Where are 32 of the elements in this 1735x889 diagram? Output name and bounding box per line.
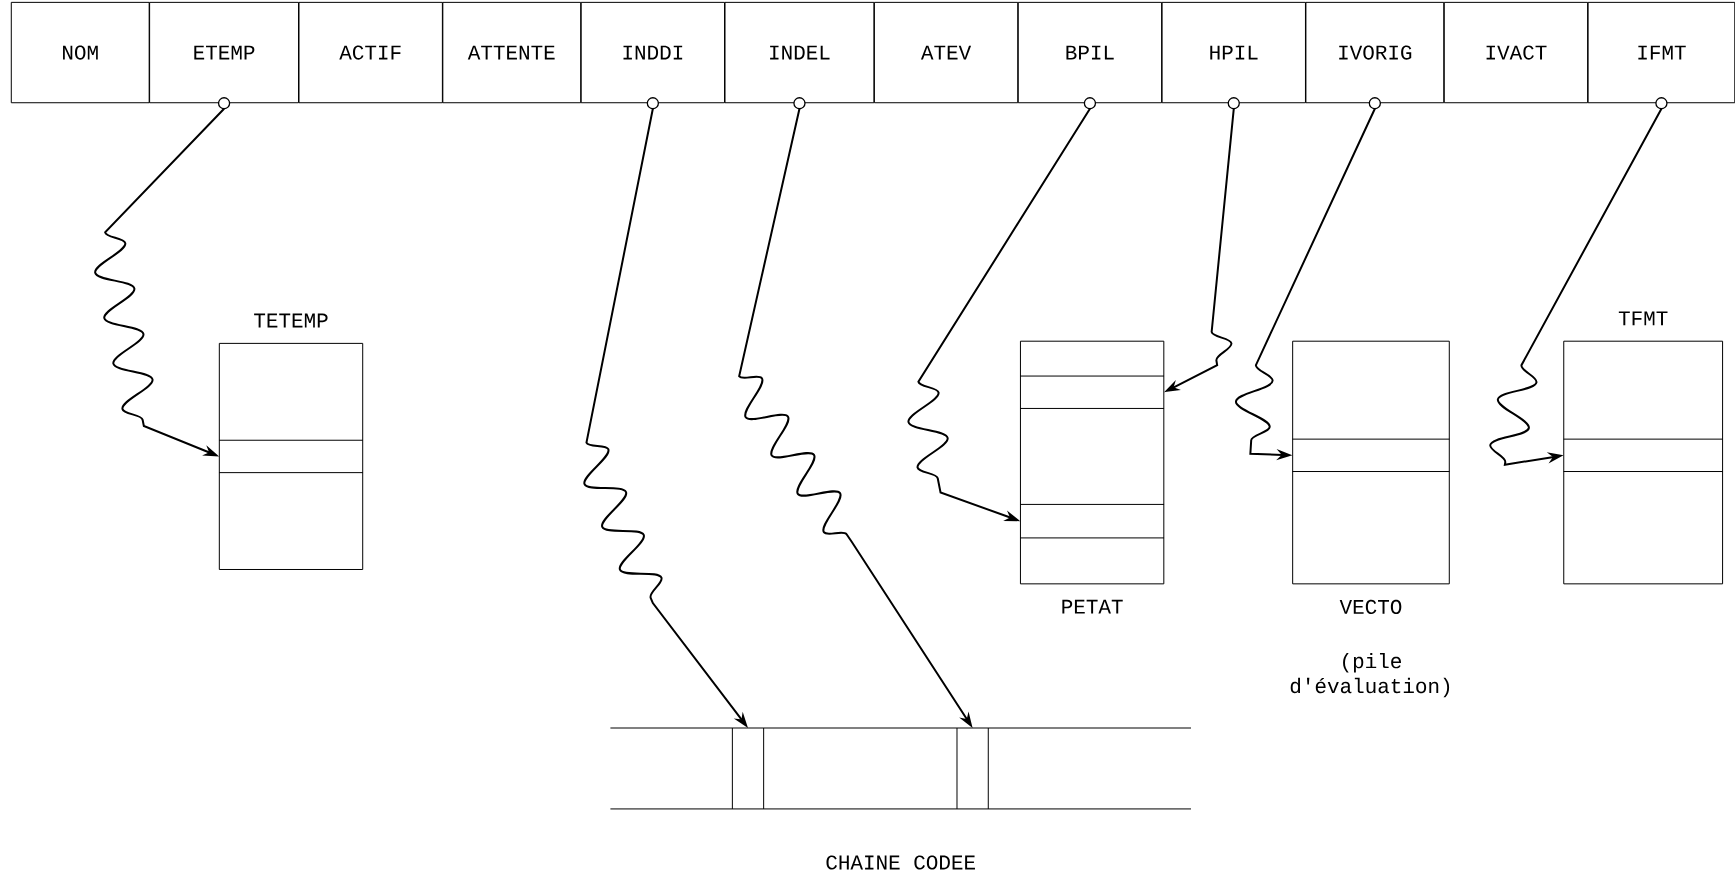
pointer-arrow [1489,108,1663,466]
record-cell: INDDI [580,2,726,110]
node-label: TFMT [1618,311,1668,326]
string-slot [731,727,765,810]
pointer-arrow [907,108,1091,522]
record-cell: NOM [10,2,150,104]
array-box: TFMT [1563,311,1724,585]
record-cell: IVACT [1443,2,1589,104]
pointer-arrow [94,108,226,457]
record-cell: BPIL [1017,2,1163,110]
record-cell: IVORIG [1305,2,1445,110]
array-slot [1291,438,1450,473]
array-box: TETEMP [218,313,364,571]
node-label: TETEMP [254,313,328,328]
array-slot [1019,504,1165,539]
array-slot [218,439,364,474]
string-slot [956,727,989,810]
record-cell: ATTENTE [442,2,582,104]
record-cell: INDEL [724,2,875,110]
array-slot [1019,375,1165,410]
string-strip: CHAINE CODEE [609,727,1192,870]
node-label: VECTO [1339,600,1402,615]
array-caption: (pile d'évaluation) [1290,653,1450,698]
record-cell: ETEMP [149,2,300,110]
array-slot [1563,438,1724,473]
record-cell: ATEV [873,2,1019,104]
record-cell: ACTIF [298,2,443,104]
array-box: VECTO [1292,340,1450,615]
record-cell: HPIL [1161,2,1306,110]
node-label: PETAT [1062,600,1123,614]
array-box: PETAT [1019,340,1165,614]
record-cell: IFMT [1587,2,1735,110]
